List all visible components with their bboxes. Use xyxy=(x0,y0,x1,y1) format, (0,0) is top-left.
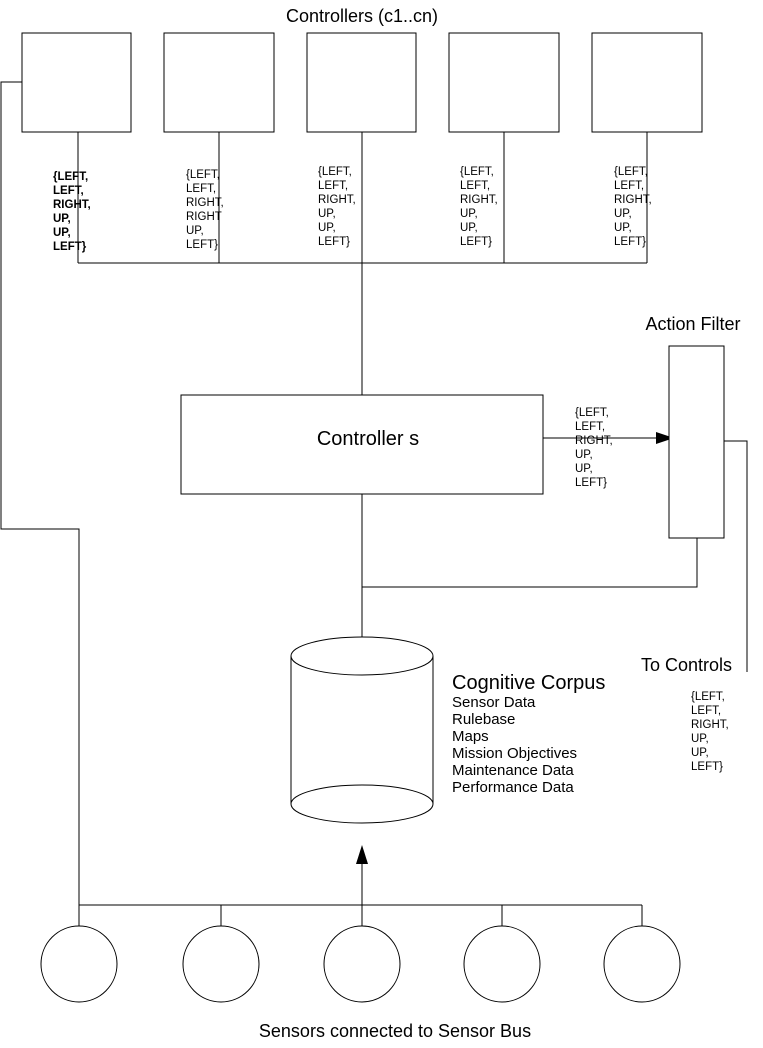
sensor-circle-1 xyxy=(40,925,118,1003)
action-label: UP, xyxy=(460,208,478,220)
corpus-item: Performance Data xyxy=(452,779,574,796)
cognitive-corpus-items: Sensor Data Rulebase Maps Mission Object… xyxy=(452,694,577,796)
filter-to-controls-line xyxy=(724,440,748,672)
action-label: UP, xyxy=(614,208,632,220)
controller-actions-1: {LEFT, LEFT, RIGHT, UP, UP, LEFT} xyxy=(53,171,91,253)
action-label: RIGHT, xyxy=(691,719,729,731)
action-label: {LEFT, xyxy=(186,169,220,181)
filter-feedback-line xyxy=(362,538,698,588)
action-label: LEFT} xyxy=(614,236,646,248)
action-label: LEFT, xyxy=(691,705,721,717)
action-label: LEFT} xyxy=(575,477,607,489)
action-filter-box xyxy=(668,345,725,539)
action-label: {LEFT, xyxy=(53,171,88,183)
action-label: LEFT} xyxy=(318,236,350,248)
controller-box-5 xyxy=(591,32,703,133)
arrowhead-up-icon xyxy=(356,845,368,864)
arrowhead-icon xyxy=(656,432,674,444)
controller-actions-4: {LEFT, LEFT, RIGHT, UP, UP, LEFT} xyxy=(460,166,498,248)
filter-input-actions: {LEFT, LEFT, RIGHT, UP, UP, LEFT} xyxy=(575,407,613,489)
controller-actions-2: {LEFT, LEFT, RIGHT, RIGHT UP, LEFT} xyxy=(186,169,224,251)
action-label: UP, xyxy=(691,733,709,745)
action-label: {LEFT, xyxy=(460,166,494,178)
controllers-title: Controllers (c1..cn) xyxy=(286,6,438,26)
sensor-circle-2 xyxy=(182,925,260,1003)
action-label: {LEFT, xyxy=(691,691,725,703)
controller-actions-5: {LEFT, LEFT, RIGHT, UP, UP, LEFT} xyxy=(614,166,652,248)
corpus-item: Maintenance Data xyxy=(452,762,574,779)
action-label: {LEFT, xyxy=(318,166,352,178)
action-label: UP, xyxy=(53,213,71,225)
action-label: UP, xyxy=(318,222,336,234)
action-label: LEFT, xyxy=(575,421,605,433)
controller-box-3 xyxy=(306,32,417,133)
to-controls-actions: {LEFT, LEFT, RIGHT, UP, UP, LEFT} xyxy=(691,691,729,773)
sensor-feedback-line xyxy=(0,81,80,905)
action-label: RIGHT, xyxy=(460,194,498,206)
corpus-item: Maps xyxy=(452,728,489,745)
to-controls-title: To Controls xyxy=(641,655,732,675)
action-label: LEFT, xyxy=(614,180,644,192)
action-label: {LEFT, xyxy=(614,166,648,178)
action-label: UP, xyxy=(186,225,204,237)
corpus-item: Mission Objectives xyxy=(452,745,577,762)
action-filter-title: Action Filter xyxy=(645,314,740,334)
controller-box-4 xyxy=(448,32,560,133)
action-label: LEFT, xyxy=(460,180,490,192)
action-label: RIGHT, xyxy=(318,194,356,206)
action-label: RIGHT xyxy=(186,211,222,223)
controller-s-label: Controller s xyxy=(317,428,419,450)
sensors-title: Sensors connected to Sensor Bus xyxy=(259,1021,531,1041)
corpus-item: Sensor Data xyxy=(452,694,536,711)
action-label: LEFT} xyxy=(691,761,723,773)
action-label: UP, xyxy=(318,208,336,220)
action-label: LEFT} xyxy=(53,241,87,253)
action-label: UP, xyxy=(575,449,593,461)
action-label: UP, xyxy=(53,227,71,239)
action-label: LEFT, xyxy=(186,183,216,195)
corpus-item: Rulebase xyxy=(452,711,515,728)
action-label: RIGHT, xyxy=(614,194,652,206)
action-label: UP, xyxy=(575,463,593,475)
controller-box-2 xyxy=(163,32,275,133)
sensor-circle-5 xyxy=(603,925,681,1003)
action-label: UP, xyxy=(691,747,709,759)
action-label: UP, xyxy=(614,222,632,234)
cognitive-corpus-database-icon xyxy=(290,636,434,824)
cognitive-corpus-title: Cognitive Corpus xyxy=(452,672,605,694)
controller-box-1 xyxy=(21,32,132,133)
action-label: {LEFT, xyxy=(575,407,609,419)
action-label: RIGHT, xyxy=(53,199,91,211)
action-label: RIGHT, xyxy=(186,197,224,209)
action-label: LEFT} xyxy=(460,236,492,248)
action-label: RIGHT, xyxy=(575,435,613,447)
action-label: UP, xyxy=(460,222,478,234)
sensor-circle-3 xyxy=(323,925,401,1003)
controller-actions-3: {LEFT, LEFT, RIGHT, UP, UP, LEFT} xyxy=(318,166,356,248)
action-label: LEFT} xyxy=(186,239,218,251)
action-label: LEFT, xyxy=(318,180,348,192)
action-label: LEFT, xyxy=(53,185,84,197)
sensor-circle-4 xyxy=(463,925,541,1003)
